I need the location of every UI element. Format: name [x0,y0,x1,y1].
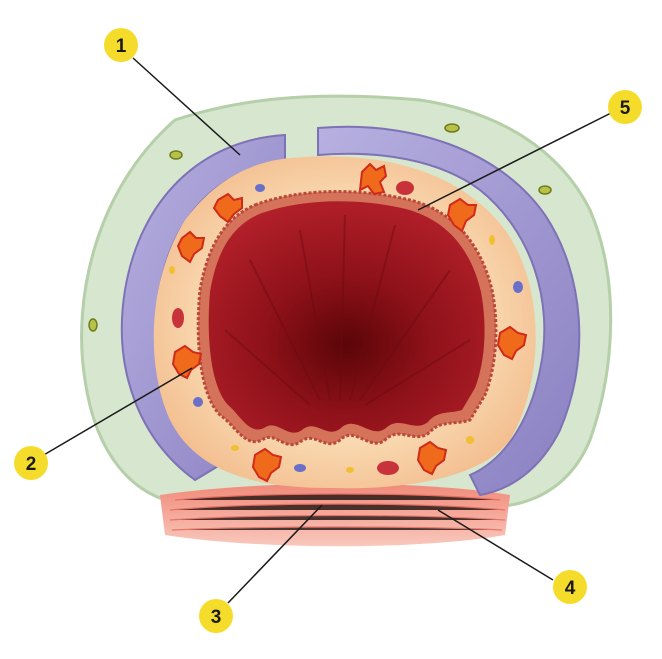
marker-4-label: 4 [565,578,576,599]
marker-2: 2 [14,446,48,480]
gland [416,440,448,476]
leader-line-4 [437,509,554,581]
gland [358,162,388,196]
gland [496,325,528,361]
glands [171,162,528,483]
leader-line-2 [41,367,193,457]
leader-line-5 [417,111,614,211]
muscle-fibers [169,493,506,531]
gland [251,447,283,483]
marker-1-label: 1 [116,36,127,57]
marker-3-label: 3 [211,607,222,628]
marker-4: 4 [553,570,587,604]
leader-line-1 [132,57,241,156]
lumen-folds [224,214,471,406]
tracheal-lumen [208,201,485,433]
marker-1: 1 [104,28,138,62]
scattered-cells [169,181,523,475]
marker-5: 5 [608,90,642,124]
marker-5-label: 5 [620,98,631,119]
gland [212,192,243,224]
marker-3: 3 [199,599,233,633]
marker-2-label: 2 [26,454,37,475]
leader-lines [41,57,614,604]
gland [446,197,478,233]
adventitia-cells [88,123,552,332]
leader-line-3 [227,504,323,604]
cartilage-ring-right [317,125,581,497]
gland [171,344,203,380]
gland [176,230,206,264]
